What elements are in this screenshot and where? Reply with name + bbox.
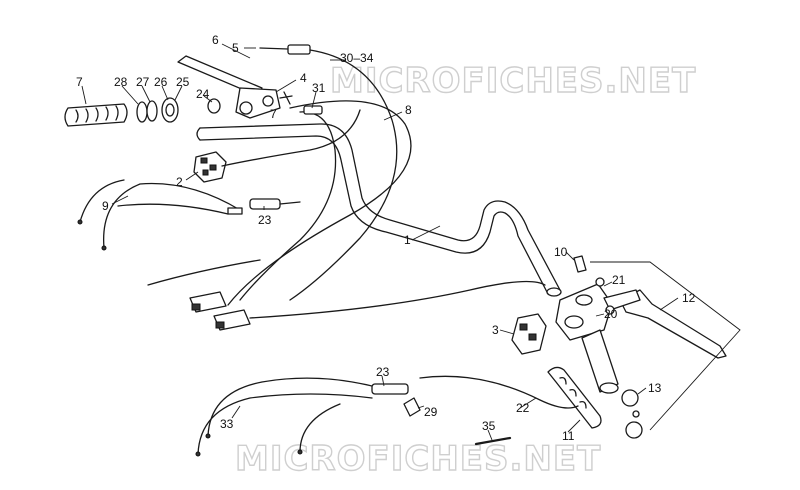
right-grip (547, 366, 643, 439)
cable-8 (227, 100, 412, 306)
callout-22: 22 (516, 401, 530, 415)
callout-10: 10 (554, 245, 568, 259)
cable-33 (195, 377, 409, 457)
left-switch-housing (193, 109, 361, 183)
callout-13: 13 (648, 381, 662, 395)
detail-boundary (590, 261, 741, 431)
callout-21: 21 (612, 273, 626, 287)
callout-26: 26 (154, 75, 168, 89)
callout-5: 5 (232, 41, 239, 55)
grip-washers (136, 97, 221, 123)
watermark-bottom: MICROFICHES.NET (235, 439, 601, 479)
callout-1: 1 (404, 233, 411, 247)
callout-33: 33 (220, 417, 234, 431)
callout-7-grip: 7 (76, 75, 83, 89)
watermark-top: MICROFICHES.NET (330, 61, 696, 101)
callout-labels: 1 2 3 4 5 6 7 7 8 9 10 11 12 13 20 21 22… (76, 33, 696, 443)
callout-9: 9 (102, 199, 109, 213)
part-29-fitting (403, 397, 421, 417)
leader-lines (81, 43, 679, 441)
callout-29: 29 (424, 405, 438, 419)
right-lever (595, 277, 727, 359)
callout-23-upper: 23 (258, 213, 272, 227)
cable-30-34 (259, 44, 398, 301)
cable-adjuster-23-upper (249, 198, 301, 210)
cable-9 (77, 179, 243, 251)
callout-23-lower: 23 (376, 365, 390, 379)
left-grip (64, 103, 128, 127)
right-switch-housing (511, 313, 547, 355)
part-10-bolt (573, 255, 587, 273)
callout-28: 28 (114, 75, 128, 89)
callout-24: 24 (196, 87, 210, 101)
callout-7-clamp: 7 (270, 107, 277, 121)
part-35-pin (474, 436, 512, 446)
left-lever (177, 55, 293, 119)
callout-12: 12 (682, 291, 696, 305)
callout-6: 6 (212, 33, 219, 47)
callout-4: 4 (300, 71, 307, 85)
callout-27: 27 (136, 75, 150, 89)
callout-25: 25 (176, 75, 190, 89)
throttle-assembly (555, 283, 619, 394)
callout-3: 3 (492, 323, 499, 337)
callout-2: 2 (176, 175, 183, 189)
callout-11: 11 (562, 429, 575, 443)
callout-8: 8 (405, 103, 412, 117)
callout-35: 35 (482, 419, 496, 433)
cable-22 (419, 375, 579, 409)
callout-20: 20 (604, 307, 618, 321)
callout-30-34: 30–34 (340, 51, 374, 65)
callout-31: 31 (312, 81, 326, 95)
wire-connectors (147, 259, 546, 331)
handlebar-tube (196, 123, 562, 297)
